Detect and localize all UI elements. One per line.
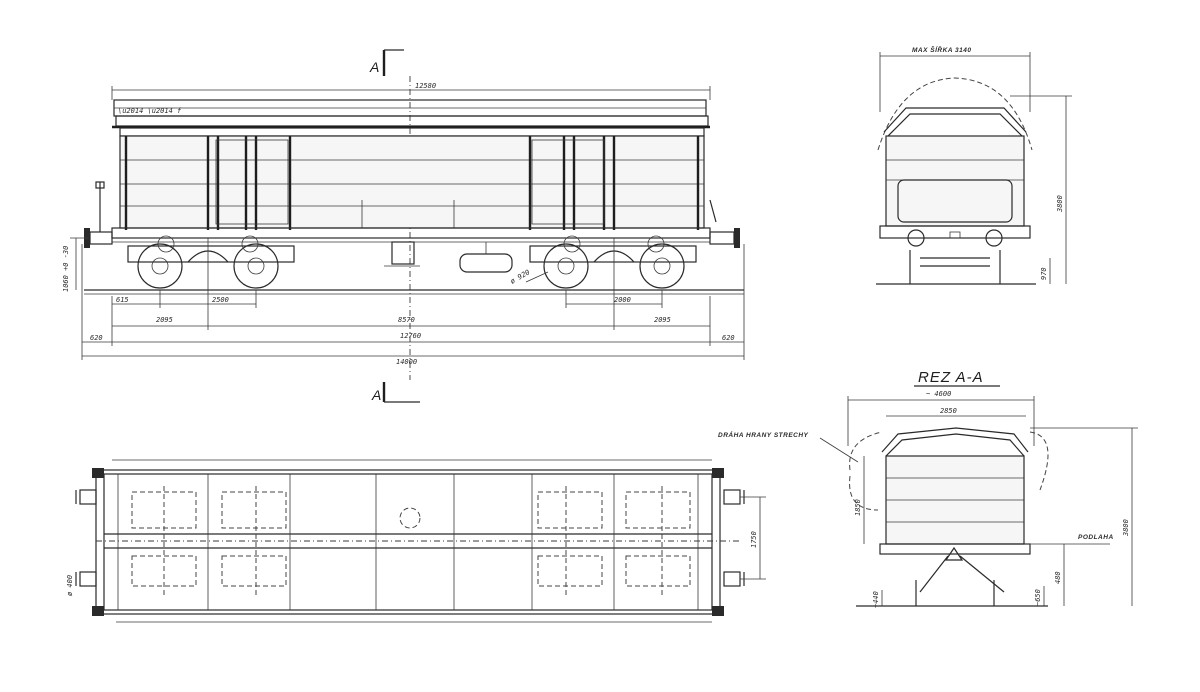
dim-620-right: 620 bbox=[722, 334, 735, 342]
svg-text:\u2014 \u2014 f: \u2014 \u2014 f bbox=[118, 107, 182, 115]
dim-section-440: ~440 bbox=[872, 591, 880, 608]
section-mark-top: A bbox=[369, 49, 404, 76]
dim-2095-left: 2095 bbox=[156, 316, 173, 324]
dim-section-650: ~650 bbox=[1034, 589, 1042, 606]
dim-2000: 2000 bbox=[614, 296, 631, 304]
dim-section-480: 480 bbox=[1054, 571, 1062, 584]
dim-buffer-height: 1060 +0 -30 bbox=[62, 246, 70, 292]
section-mark-top-letter: A bbox=[369, 59, 379, 75]
section-mark-bottom-letter: A bbox=[371, 387, 381, 403]
dim-plan-400: ø 400 bbox=[66, 575, 74, 596]
plan-buffers-right bbox=[723, 489, 745, 587]
label-floor: PODLAHA bbox=[1078, 534, 1114, 541]
dim-620-left: 620 bbox=[90, 334, 103, 342]
label-roof-edge-path: DRÁHA HRANY STRECHY bbox=[718, 430, 809, 439]
bogie-left bbox=[127, 235, 295, 289]
dim-14000: 14000 bbox=[396, 358, 417, 366]
end-view-max-width: MAX ŠÍŘKA 3140 bbox=[912, 45, 972, 54]
section-view-title: REZ A-A bbox=[918, 369, 984, 386]
dim-2500: 2500 bbox=[212, 296, 229, 304]
dim-2095-right: 2095 bbox=[654, 316, 671, 324]
dim-end-height: 3800 bbox=[1056, 195, 1064, 213]
dim-section-4600: ~ 4600 bbox=[926, 390, 951, 398]
section-mark-bottom: A bbox=[371, 382, 420, 403]
buffer-right bbox=[709, 199, 740, 248]
dim-end-970: 970 bbox=[1040, 267, 1048, 280]
dim-section-3800: 3800 bbox=[1122, 519, 1130, 537]
end-view: MAX ŠÍŘKA 3140 3800 970 bbox=[876, 45, 1072, 285]
dim-wheel-diameter: ø 920 bbox=[509, 268, 531, 285]
dim-top-length: 12580 bbox=[415, 82, 436, 90]
bogie-right bbox=[529, 235, 697, 289]
buffer-left bbox=[84, 181, 113, 248]
dim-615: 615 bbox=[116, 296, 129, 304]
dim-plan-1750: 1750 bbox=[750, 531, 758, 548]
dim-12760: 12760 bbox=[400, 332, 421, 340]
dim-section-2850: 2850 bbox=[940, 407, 957, 415]
side-view: 12580 \u2014 \u2014 f bbox=[62, 82, 745, 366]
plan-view: 1750 ø 400 bbox=[66, 459, 766, 623]
dim-section-1850: 1850 bbox=[854, 499, 862, 516]
section-view: REZ A-A ~ 4600 2850 DRÁHA HRANY STRECHY … bbox=[718, 369, 1138, 608]
dim-8570: 8570 bbox=[398, 316, 415, 324]
plan-buffers-left bbox=[75, 489, 97, 587]
